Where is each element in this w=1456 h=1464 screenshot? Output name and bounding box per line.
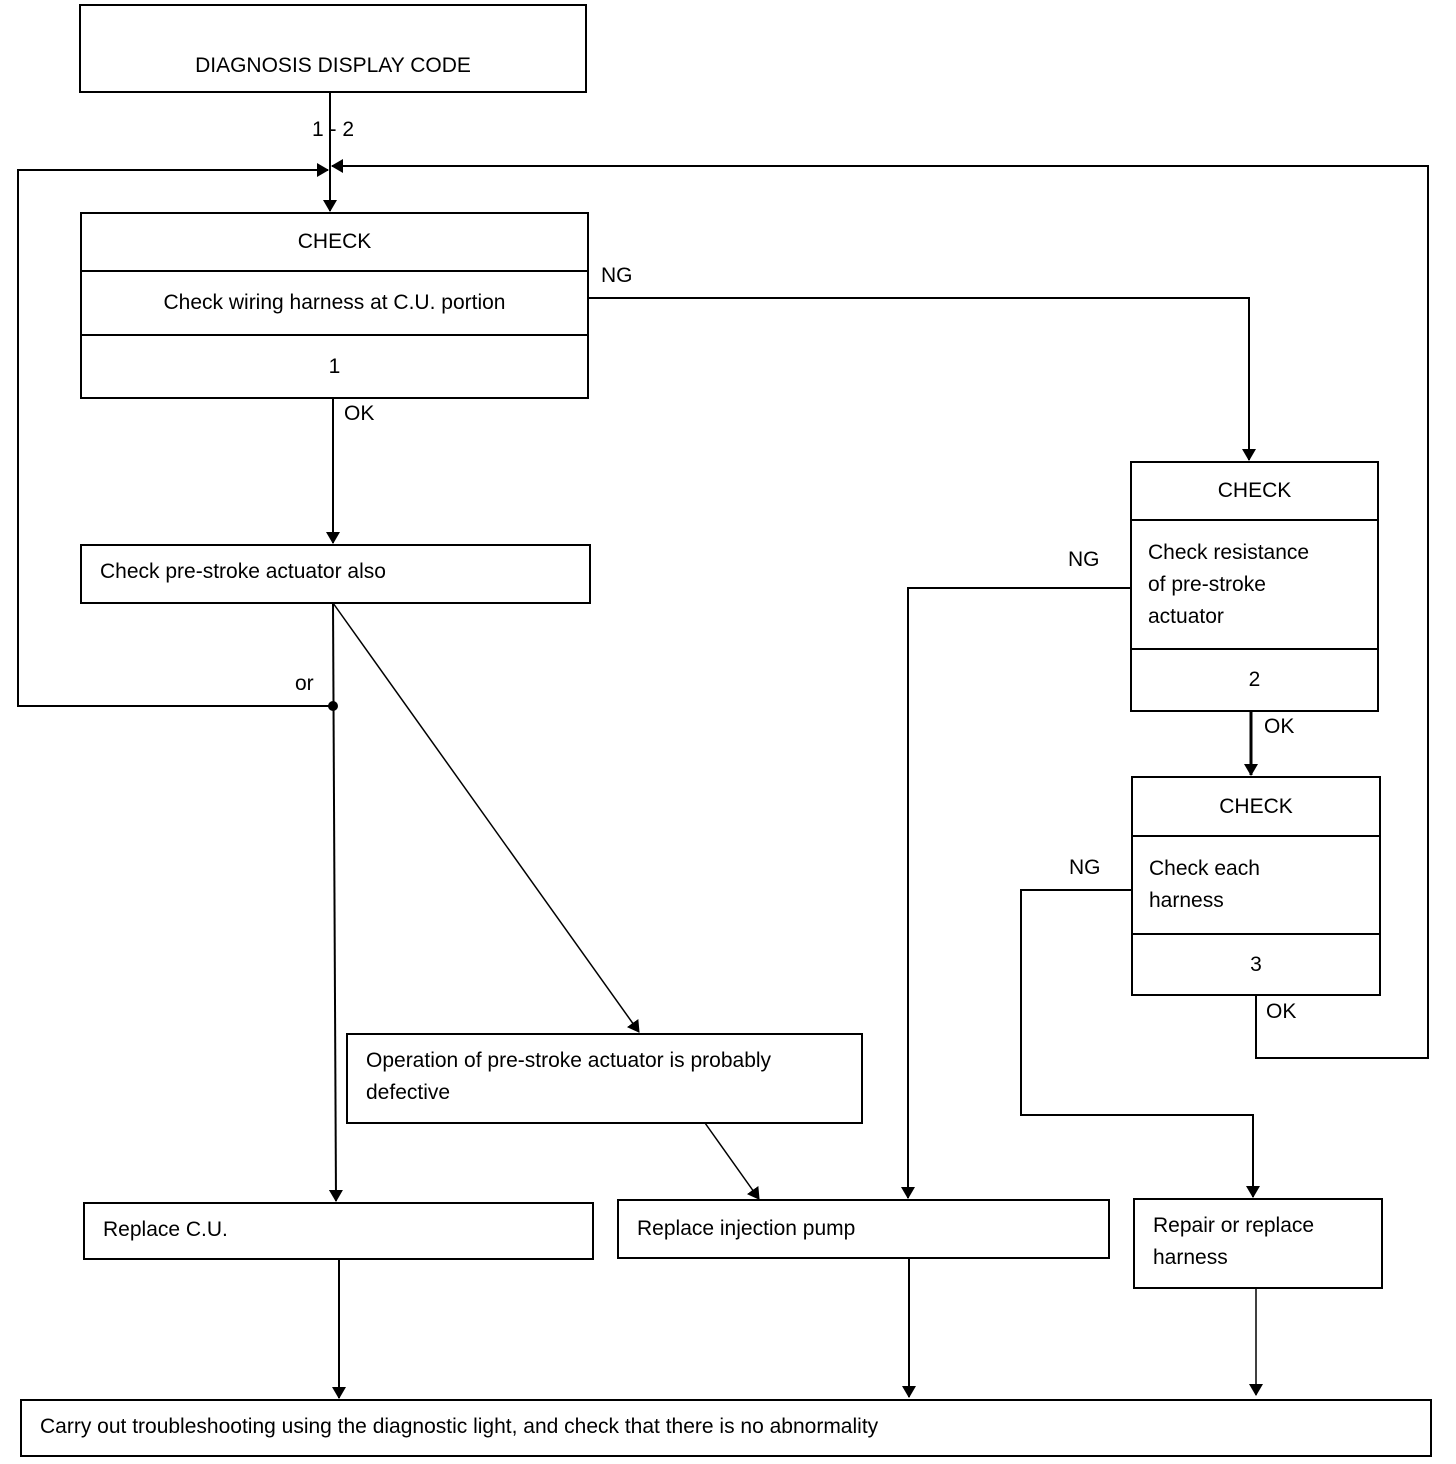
check1-box: CHECK Check wiring harness at C.U. porti…	[80, 212, 589, 399]
start-box: DIAGNOSIS DISPLAY CODE 1 - 2	[79, 4, 587, 141]
ng-label-check2: NG	[1068, 548, 1100, 571]
ok-label-check3: OK	[1266, 1000, 1297, 1023]
line-also-to-replace-cu	[328, 602, 343, 1202]
check1-number: 1	[328, 354, 341, 378]
replace-cu-box: Replace C.U.	[83, 1202, 594, 1260]
pre-stroke-also-box: Check pre-stroke actuator also	[80, 544, 591, 604]
ng-label-check3: NG	[1069, 856, 1101, 879]
defective-box: Operation of pre-stroke actuator is prob…	[346, 1033, 863, 1124]
start-title: DIAGNOSIS DISPLAY CODE	[195, 54, 471, 77]
ok-label-check2: OK	[1264, 715, 1295, 738]
final-box: Carry out troubleshooting using the diag…	[20, 1399, 1432, 1457]
check1-header: CHECK	[82, 214, 587, 272]
check2-box: CHECK Check resistance of pre-stroke act…	[1130, 461, 1379, 712]
line-ok3-loop	[331, 159, 1429, 1059]
replace-pump-box: Replace injection pump	[617, 1199, 1110, 1259]
line-defective-to-pump	[704, 1122, 760, 1200]
check2-number: 2	[1248, 668, 1261, 691]
check3-box: CHECK Check each harness 3	[1131, 776, 1381, 996]
check3-text: Check each harness	[1133, 837, 1379, 935]
or-label: or	[295, 672, 314, 695]
junction-dot	[328, 701, 338, 711]
repair-harness-box: Repair or replace harness	[1133, 1198, 1383, 1289]
check2-header: CHECK	[1132, 463, 1377, 521]
line-check1-ng	[588, 297, 1256, 461]
ng-label-check1: NG	[601, 264, 633, 287]
check2-text: Check resistance of pre-stroke actuator	[1132, 521, 1377, 650]
ok-label-check1: OK	[344, 402, 375, 425]
start-code: 1 - 2	[311, 118, 355, 141]
line-check2-ng	[901, 587, 1131, 1199]
check3-number: 3	[1250, 952, 1262, 976]
line-or-loop	[17, 163, 333, 707]
check3-header: CHECK	[1133, 778, 1379, 837]
check1-text: Check wiring harness at C.U. portion	[82, 272, 587, 336]
line-check3-ng	[1020, 889, 1260, 1198]
line-also-to-defective	[332, 602, 640, 1033]
